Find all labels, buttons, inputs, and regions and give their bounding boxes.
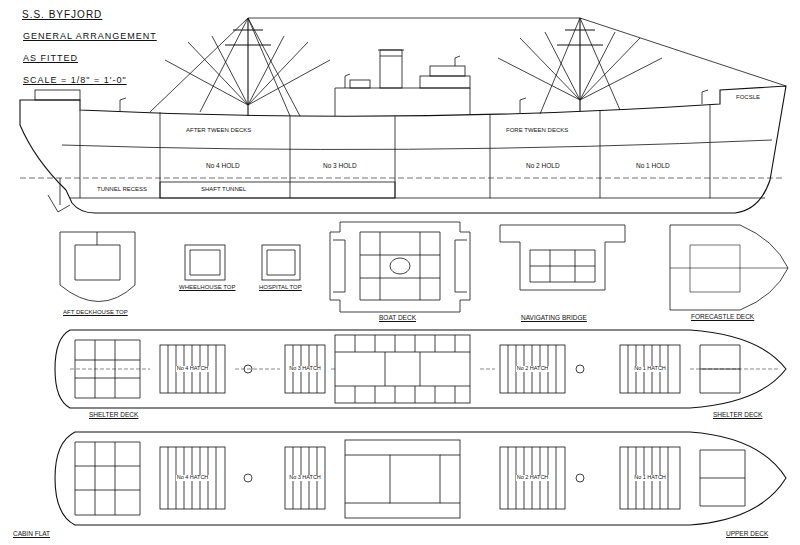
hold-label: No 1 HOLD — [635, 163, 671, 170]
hold-label: No 2 HOLD — [525, 163, 561, 170]
space-label: FOCSLE — [735, 94, 761, 100]
title-line: GENERAL ARRANGEMENT — [22, 32, 158, 41]
hatch-label: No 2 HATCH — [516, 475, 550, 481]
hatch-label: No 3 HATCH — [288, 475, 322, 481]
space-label: TUNNEL RECESS — [96, 186, 148, 192]
space-label: FORE TWEEN DECKS — [505, 127, 569, 133]
space-label: SHAFT TUNNEL — [200, 186, 247, 192]
drawing-title: S.S. BYFJORD — [22, 10, 102, 20]
space-label: AFTER TWEEN DECKS — [185, 127, 252, 133]
hatch-label: No 1 HATCH — [633, 366, 667, 372]
plan-title: WHEELHOUSE TOP — [178, 284, 236, 290]
plan-title: HOSPITAL TOP — [258, 284, 303, 290]
title-line: AS FITTED — [22, 54, 79, 63]
plan-title: UPPER DECK — [725, 531, 769, 538]
plan-title: SHELTER DECK — [88, 412, 139, 419]
plan-title: NAVIGATING BRIDGE — [520, 315, 588, 322]
plan-title: AFT DECKHOUSE TOP — [62, 309, 129, 315]
hatch-label: No 4 HATCH — [176, 366, 210, 372]
hatch-label: No 4 HATCH — [176, 475, 210, 481]
scale-note: SCALE = 1/8" = 1'-0" — [22, 76, 128, 85]
hatch-label: No 1 HATCH — [633, 475, 667, 481]
plan-title: SHELTER DECK — [712, 412, 763, 419]
plan-title: FORECASTLE DECK — [690, 314, 755, 321]
hold-label: No 3 HOLD — [322, 163, 358, 170]
hatch-label: No 2 HATCH — [516, 366, 550, 372]
plan-title: CABIN FLAT — [12, 531, 51, 538]
plan-title: BOAT DECK — [378, 315, 417, 322]
hold-label: No 4 HOLD — [205, 163, 241, 170]
hatch-label: No 3 HATCH — [288, 366, 322, 372]
